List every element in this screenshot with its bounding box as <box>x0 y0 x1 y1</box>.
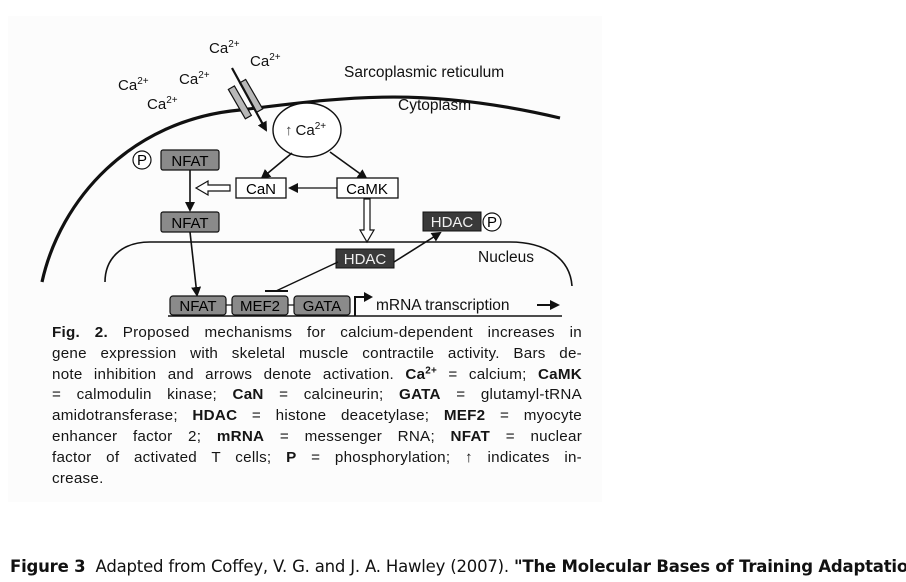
arrow-to-can <box>260 152 293 180</box>
svg-text:NFAT: NFAT <box>179 298 216 315</box>
legend-line: factor of activated T cells; P = phospho… <box>52 448 582 469</box>
legend-text: = messenger RNA; <box>264 427 451 445</box>
hdac-nuclear-node: HDAC <box>335 248 395 269</box>
legend-text: = glutamyl-tRNA <box>440 386 582 404</box>
legend-text: factor of activated T cells; <box>52 448 287 466</box>
nfat-active-node: NFAT <box>160 211 220 233</box>
svg-text:MEF2: MEF2 <box>240 298 280 315</box>
legend-term: MEF2 <box>443 407 486 425</box>
svg-text:HDAC: HDAC <box>431 214 474 231</box>
arrow-hdac-export <box>393 231 442 263</box>
calcium-ion: Ca2+ <box>118 76 149 94</box>
hollow-arrow-camk-to-hdac <box>358 198 376 244</box>
camk-node: CaMK <box>336 177 399 199</box>
legend-term: NFAT <box>450 427 491 445</box>
legend-term: Fig. 2. <box>52 324 108 341</box>
legend-line: enhancer factor 2; mRNA = messenger RNA;… <box>52 427 582 448</box>
calcium-ion: Ca2+ <box>250 52 281 70</box>
legend-term: mRNA <box>216 427 265 445</box>
legend-line: crease. <box>52 469 582 490</box>
legend-text: = myocyte <box>485 407 583 425</box>
calcium-ion: Ca2+ <box>209 39 240 57</box>
calcium-signaling-diagram: Sarcoplasmic reticulum Cytoplasm Nucleus… <box>40 39 573 317</box>
up-arrow-icon: ↑ <box>285 122 293 139</box>
legend-text: Proposed mechanisms for calcium-dependen… <box>107 324 582 341</box>
nuclear-envelope <box>104 241 573 287</box>
region-label-nucleus: Nucleus <box>478 249 534 266</box>
legend-text: crease. <box>52 469 104 487</box>
hollow-arrow-can-to-nfat <box>194 179 231 197</box>
legend-term: 2+ <box>425 365 438 377</box>
legend-text: = calcineurin; <box>263 386 399 404</box>
calcium-increase-node: ↑Ca2+ <box>272 102 342 158</box>
svg-text:Ca2+: Ca2+ <box>250 52 281 70</box>
region-label-cytoplasm: Cytoplasm <box>398 97 471 114</box>
svg-text:Ca2+: Ca2+ <box>209 39 240 57</box>
svg-text:Ca2+: Ca2+ <box>118 76 149 94</box>
svg-text:GATA: GATA <box>303 298 342 315</box>
svg-text:NFAT: NFAT <box>171 215 208 232</box>
arrow-nfat-to-promoter <box>189 231 202 297</box>
legend-term: Ca <box>405 365 426 383</box>
legend-line: note inhibition and arrows denote activa… <box>52 365 582 386</box>
legend-text: amidotransferase; <box>52 407 193 425</box>
legend-line: gene expression with skeletal muscle con… <box>52 344 582 365</box>
legend-term: CaN <box>232 386 264 404</box>
legend-line: amidotransferase; HDAC = histone deacety… <box>52 406 582 427</box>
calcium-influx-arrow <box>231 67 267 132</box>
transcription-start-arrow <box>354 296 366 316</box>
legend-text: gene expression with skeletal muscle con… <box>52 344 582 362</box>
figure-legend: Fig. 2. Proposed mechanisms for calcium-… <box>52 323 582 489</box>
promoter-gata: GATA <box>293 295 351 316</box>
calcium-ion: Ca2+ <box>147 95 178 113</box>
caption-label: Figure 3 <box>10 557 86 576</box>
svg-text:Ca2+: Ca2+ <box>147 95 178 113</box>
svg-text:NFAT: NFAT <box>171 153 208 170</box>
legend-line: Fig. 2. Proposed mechanisms for calcium-… <box>52 323 582 344</box>
caption-title: "The Molecular Bases of Training Adaptat… <box>514 557 906 576</box>
promoter-mef2: MEF2 <box>231 295 289 316</box>
legend-text: = calcium; <box>437 365 538 383</box>
transcription-label: mRNA transcription <box>376 297 510 314</box>
legend-term: GATA <box>399 386 441 404</box>
can-node: CaN <box>235 177 287 199</box>
nfat-phosphorylated-node: P NFAT <box>132 149 220 171</box>
legend-text: enhancer factor 2; <box>52 427 217 445</box>
legend-text: note inhibition and arrows denote activa… <box>52 365 406 383</box>
legend-text: = phosphorylation; ↑ indicates in- <box>296 448 582 466</box>
svg-text:P: P <box>487 214 497 231</box>
legend-text: = histone deacetylase; <box>237 407 444 425</box>
legend-term: HDAC <box>192 407 238 425</box>
promoter-complex: NFAT MEF2 GATA mRNA transcription <box>168 292 562 317</box>
legend-term: CaMK <box>537 365 582 383</box>
source-caption: Figure 3 Adapted from Coffey, V. G. and … <box>10 557 906 576</box>
legend-line: = calmodulin kinase; CaN = calcineurin; … <box>52 385 582 406</box>
hdac-inhibition-line <box>275 261 339 292</box>
region-label-sarcoplasmic-reticulum: Sarcoplasmic reticulum <box>344 64 504 81</box>
svg-text:CaN: CaN <box>246 181 276 198</box>
caption-citation: Adapted from Coffey, V. G. and J. A. Haw… <box>85 557 514 576</box>
figure-image <box>8 16 602 502</box>
legend-text: = calmodulin kinase; <box>52 386 233 404</box>
hdac-phosphorylated-node: HDAC P <box>422 211 502 232</box>
arrow-to-camk <box>329 151 368 180</box>
promoter-nfat: NFAT <box>169 295 227 316</box>
svg-text:CaMK: CaMK <box>346 181 388 198</box>
svg-text:HDAC: HDAC <box>344 251 387 268</box>
calcium-ion: Ca2+ <box>179 70 210 88</box>
svg-text:P: P <box>137 152 147 169</box>
legend-term: P <box>286 448 297 466</box>
svg-text:Ca2+: Ca2+ <box>179 70 210 88</box>
legend-text: = nuclear <box>490 427 583 445</box>
svg-text:↑Ca2+: ↑Ca2+ <box>285 121 326 139</box>
